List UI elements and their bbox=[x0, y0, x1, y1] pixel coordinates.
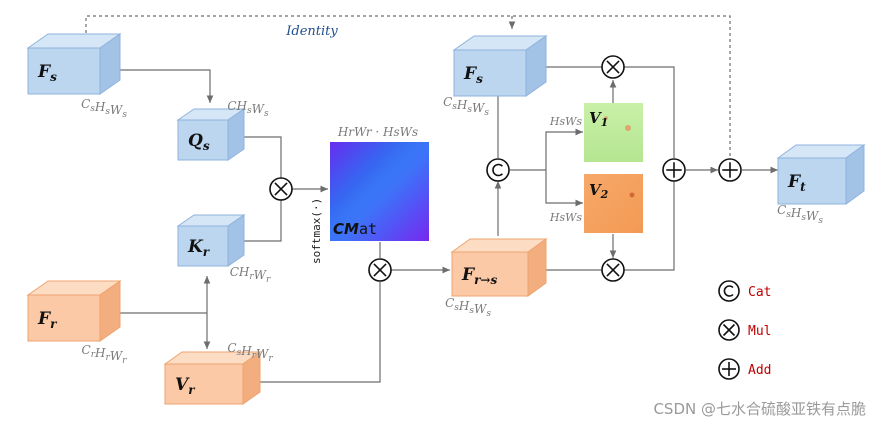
block-dims: CsHsWs bbox=[443, 95, 489, 118]
block-label-sub: r→s bbox=[474, 273, 497, 287]
block-label: Vr bbox=[175, 375, 196, 397]
block-label-sub: t bbox=[800, 180, 806, 194]
add-identity-add-icon bbox=[718, 158, 742, 182]
cmat-dims: HrWr · HsWs bbox=[337, 125, 418, 139]
block-label-name: F bbox=[787, 172, 802, 192]
block-front-face bbox=[451, 251, 529, 297]
v2-block: V2 HsWs bbox=[549, 174, 643, 233]
block-dims: CHsWs bbox=[227, 99, 269, 119]
legend: Cat Mul Add bbox=[718, 280, 771, 380]
legend-cat-label: Cat bbox=[748, 285, 771, 300]
block-label-name: K bbox=[187, 237, 204, 257]
legend-mul-icon bbox=[718, 319, 740, 341]
block-label-sub: s bbox=[50, 70, 57, 84]
block-label: Qs bbox=[188, 131, 210, 153]
add-1-add-icon bbox=[662, 158, 686, 182]
cmat-label: CMat bbox=[333, 220, 377, 238]
block-label-name: F bbox=[37, 309, 52, 329]
v1-block: V1 HsWs bbox=[549, 103, 643, 162]
block-front-face bbox=[453, 49, 527, 97]
cmat-label-bold: CM bbox=[333, 220, 359, 238]
watermark: CSDN @七水合硫酸亚铁有点脆 bbox=[653, 400, 866, 418]
v2-map bbox=[584, 174, 643, 233]
v1-spot bbox=[604, 116, 608, 120]
softmax-label: softmax(·) bbox=[310, 198, 323, 264]
connections bbox=[85, 15, 778, 383]
identity-label: Identity bbox=[285, 24, 338, 39]
block-front-face bbox=[777, 157, 847, 205]
cmat-diagonal-pattern bbox=[330, 142, 429, 241]
mul4-to-add1-line bbox=[624, 181, 675, 271]
v2-label: V2 bbox=[589, 181, 609, 201]
block-label-sub: r bbox=[50, 317, 58, 331]
block-label: Fs bbox=[37, 62, 57, 84]
kr-to-mul-line bbox=[244, 199, 282, 242]
block-front-face bbox=[177, 119, 229, 161]
legend-add-label: Add bbox=[748, 363, 771, 378]
v1-dims: HsWs bbox=[549, 115, 583, 128]
cmat-block: CMat HrWr · HsWs softmax(·) bbox=[310, 125, 429, 264]
v2-name: V bbox=[589, 181, 602, 199]
legend-mul-label: Mul bbox=[748, 324, 771, 339]
operators bbox=[269, 55, 742, 282]
v2-spot bbox=[629, 192, 635, 198]
mul-cmat-vr-mul-icon bbox=[368, 258, 392, 282]
block-label: Fs bbox=[463, 64, 483, 86]
legend-cat-icon bbox=[718, 280, 740, 302]
v2-sub: 2 bbox=[600, 188, 609, 201]
cat-to-v2-line bbox=[545, 170, 583, 207]
block-front-face bbox=[27, 47, 101, 95]
v1-label: V1 bbox=[589, 109, 608, 129]
cmat-label-rest: at bbox=[359, 220, 377, 238]
v1-spot bbox=[625, 125, 631, 131]
block-front-face bbox=[164, 363, 244, 405]
block-label-name: Q bbox=[188, 131, 203, 151]
block-dims: CsHsWs bbox=[81, 97, 127, 120]
identity-line bbox=[85, 15, 731, 158]
block-vr: Vr CsHrWr bbox=[163, 341, 273, 405]
mul3-to-add1-line bbox=[624, 66, 675, 158]
v1-name: V bbox=[589, 109, 602, 127]
block-label-sub: s bbox=[203, 139, 210, 153]
block-front-face bbox=[177, 225, 229, 267]
block-dims: CsHsWs bbox=[445, 296, 491, 319]
cat-to-v1-line bbox=[545, 128, 583, 170]
block-dims: CHrWr bbox=[230, 265, 271, 285]
block-label-name: F bbox=[463, 64, 478, 84]
mul-v2-frs-mul-icon bbox=[601, 258, 625, 282]
block-label: Kr bbox=[187, 237, 211, 259]
block-dims: CrHrWr bbox=[82, 343, 128, 366]
block-label-name: F bbox=[461, 265, 476, 285]
block-label-name: F bbox=[37, 62, 52, 82]
block-qs: Qs CHsWs bbox=[176, 99, 269, 161]
block-label-sub: s bbox=[476, 72, 483, 86]
vr-to-mul2-line bbox=[260, 282, 381, 383]
mul-qk-mul-icon bbox=[269, 177, 293, 201]
feature-blocks: FsCsHsWsQsCHsWsKrCHrWrFrCrHrWrVrCsHrWrFs… bbox=[26, 33, 866, 405]
block-label: Fr bbox=[37, 309, 58, 331]
block-label-name: V bbox=[175, 375, 190, 395]
cat-fs-frs-cat-icon bbox=[486, 158, 510, 182]
v1-map bbox=[584, 103, 643, 162]
block-front-face bbox=[27, 294, 101, 342]
v2-dims: HsWs bbox=[549, 211, 583, 224]
block-dims: CsHsWs bbox=[777, 203, 823, 226]
v1-sub: 1 bbox=[601, 116, 609, 129]
block-label: Ft bbox=[787, 172, 806, 194]
mul-v1-fs-mul-icon bbox=[601, 55, 625, 79]
legend-add-icon bbox=[718, 358, 740, 380]
fs-to-qs-line bbox=[118, 69, 214, 103]
qs-to-mul-line bbox=[244, 136, 282, 178]
block-dims: CsHrWr bbox=[227, 341, 273, 364]
block-label-sub: r bbox=[203, 245, 211, 259]
block-label: Fr→s bbox=[461, 265, 497, 287]
block-label-sub: r bbox=[188, 383, 196, 397]
